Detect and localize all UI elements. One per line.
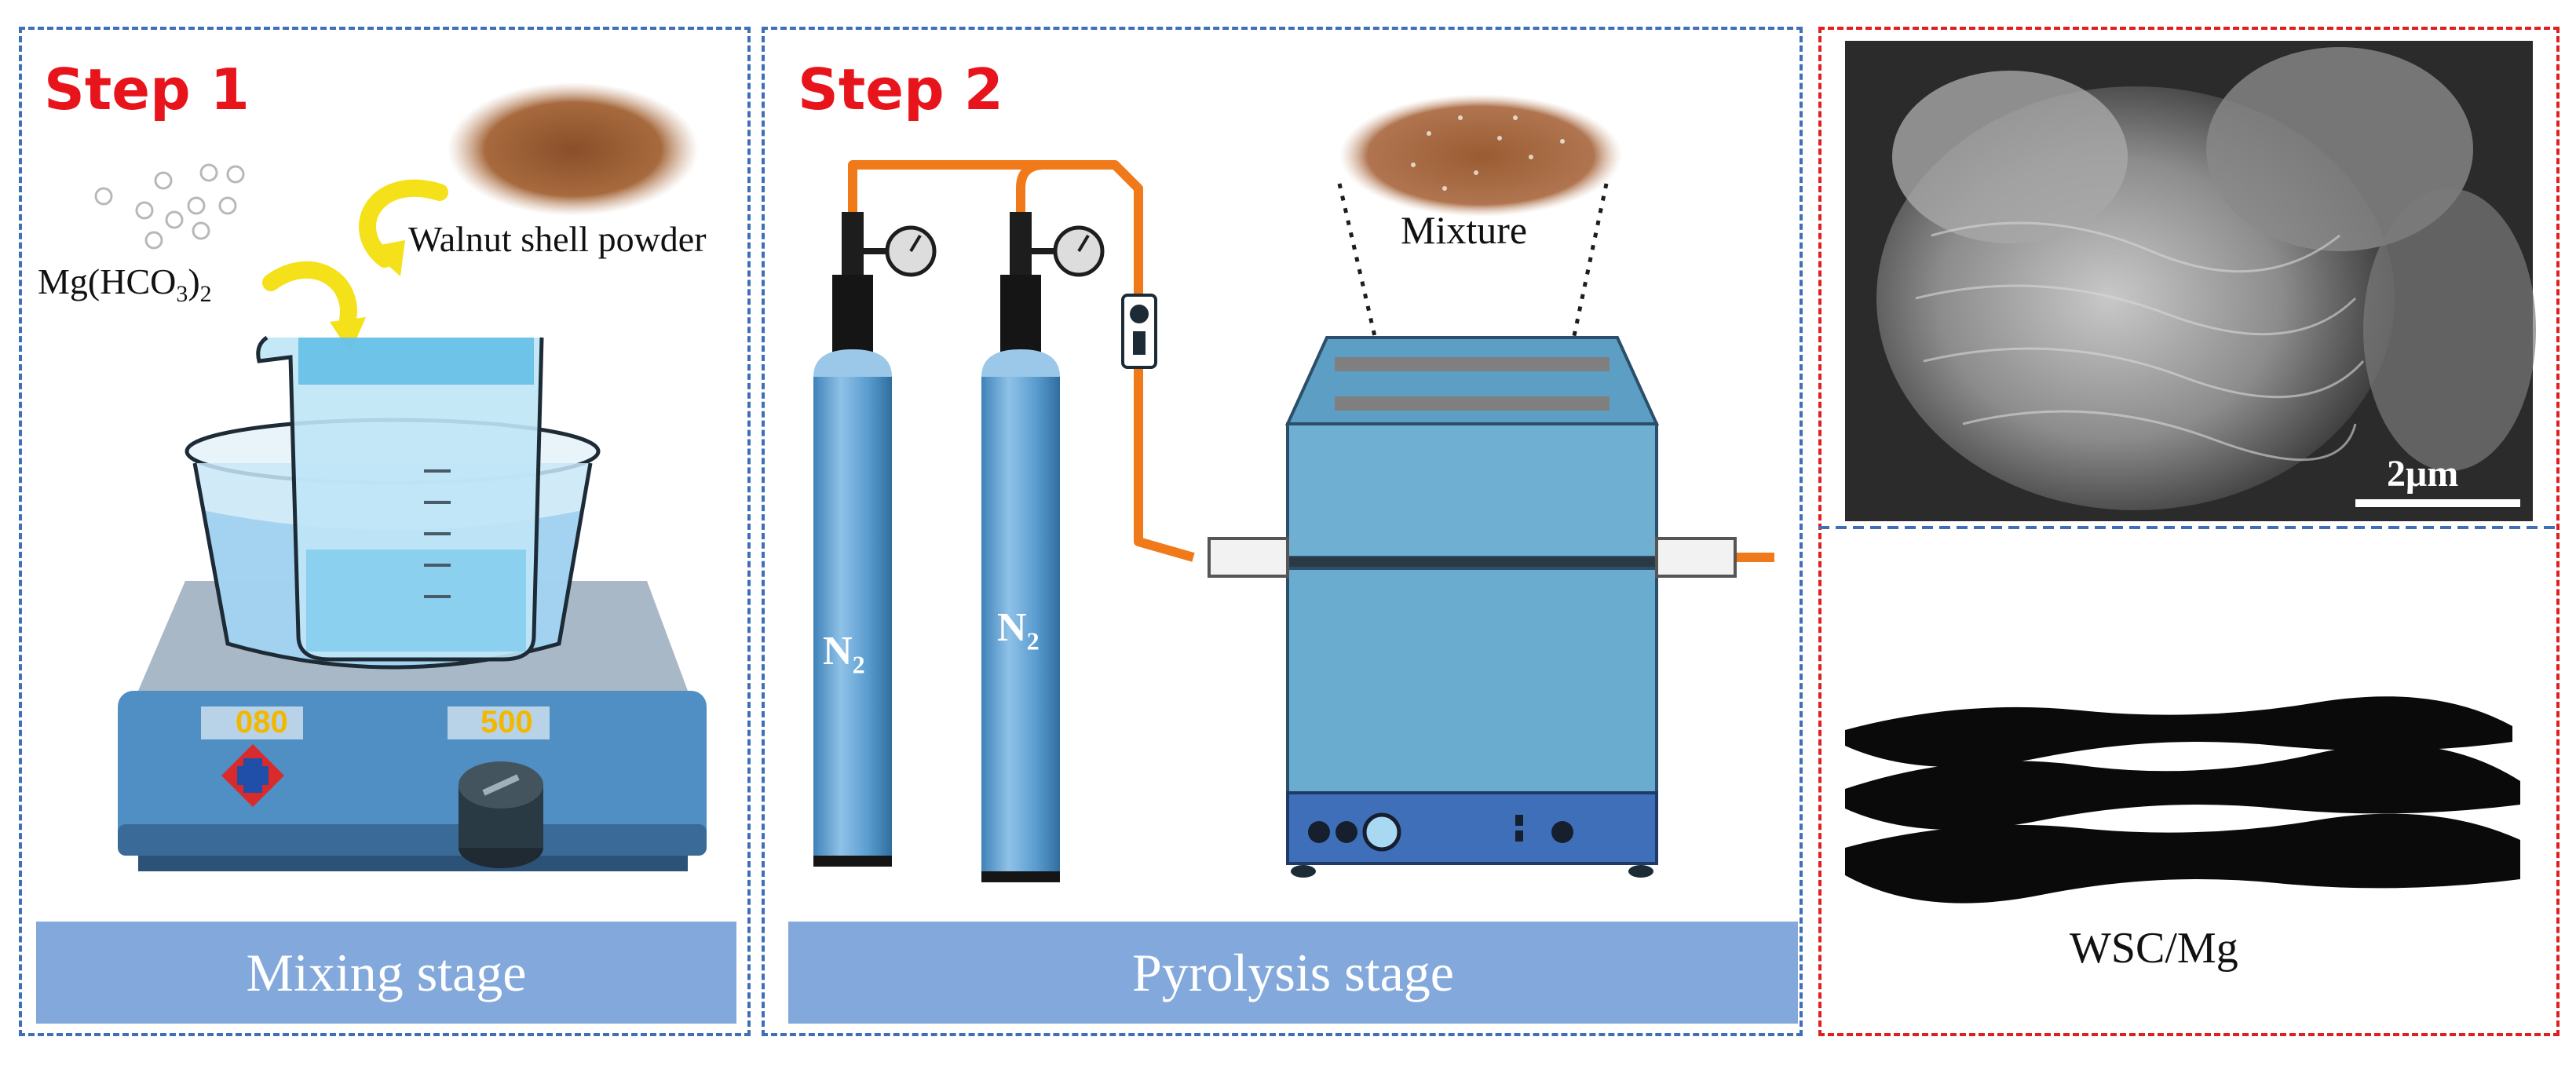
walnut-powder-pile — [448, 82, 699, 216]
mixture-pile — [1339, 94, 1622, 217]
mixing-stage-bar: Mixing stage — [36, 922, 736, 1024]
flow-meter-icon — [1121, 294, 1157, 369]
step2-title: Step 2 — [798, 57, 1003, 122]
result-panel — [1818, 27, 2560, 1036]
arrow-mg-icon — [262, 261, 357, 338]
wsc-mg-sheets — [1845, 696, 2520, 904]
beaker — [256, 335, 544, 662]
mixture-speckles — [1411, 115, 1565, 191]
nitrogen-cylinder-1 — [813, 212, 937, 867]
temperature-display: 080 — [236, 705, 288, 739]
step1-title: Step 1 — [44, 57, 250, 122]
nitrogen-cylinder-2 — [981, 212, 1105, 882]
scale-bar-label: 2μm — [2387, 453, 2459, 495]
speed-display: 500 — [480, 705, 533, 739]
mg-particles — [94, 163, 245, 250]
pyrolysis-panel — [762, 27, 1803, 1036]
cylinder1-label: N2 — [823, 629, 865, 679]
mg-bicarbonate-label: Mg(HCO3)2 — [38, 261, 212, 308]
sem-micrograph — [1845, 41, 2536, 521]
mixture-label: Mixture — [1401, 208, 1528, 252]
walnut-shell-label: Walnut shell powder — [408, 219, 707, 259]
pyrolysis-stage-bar: Pyrolysis stage — [788, 922, 1798, 1024]
mixing-panel — [19, 27, 751, 1036]
cylinder2-label: N2 — [997, 605, 1040, 655]
tube-furnace — [1208, 336, 1737, 878]
product-label: WSC/Mg — [2070, 924, 2238, 973]
hot-plate-stirrer — [118, 581, 707, 871]
